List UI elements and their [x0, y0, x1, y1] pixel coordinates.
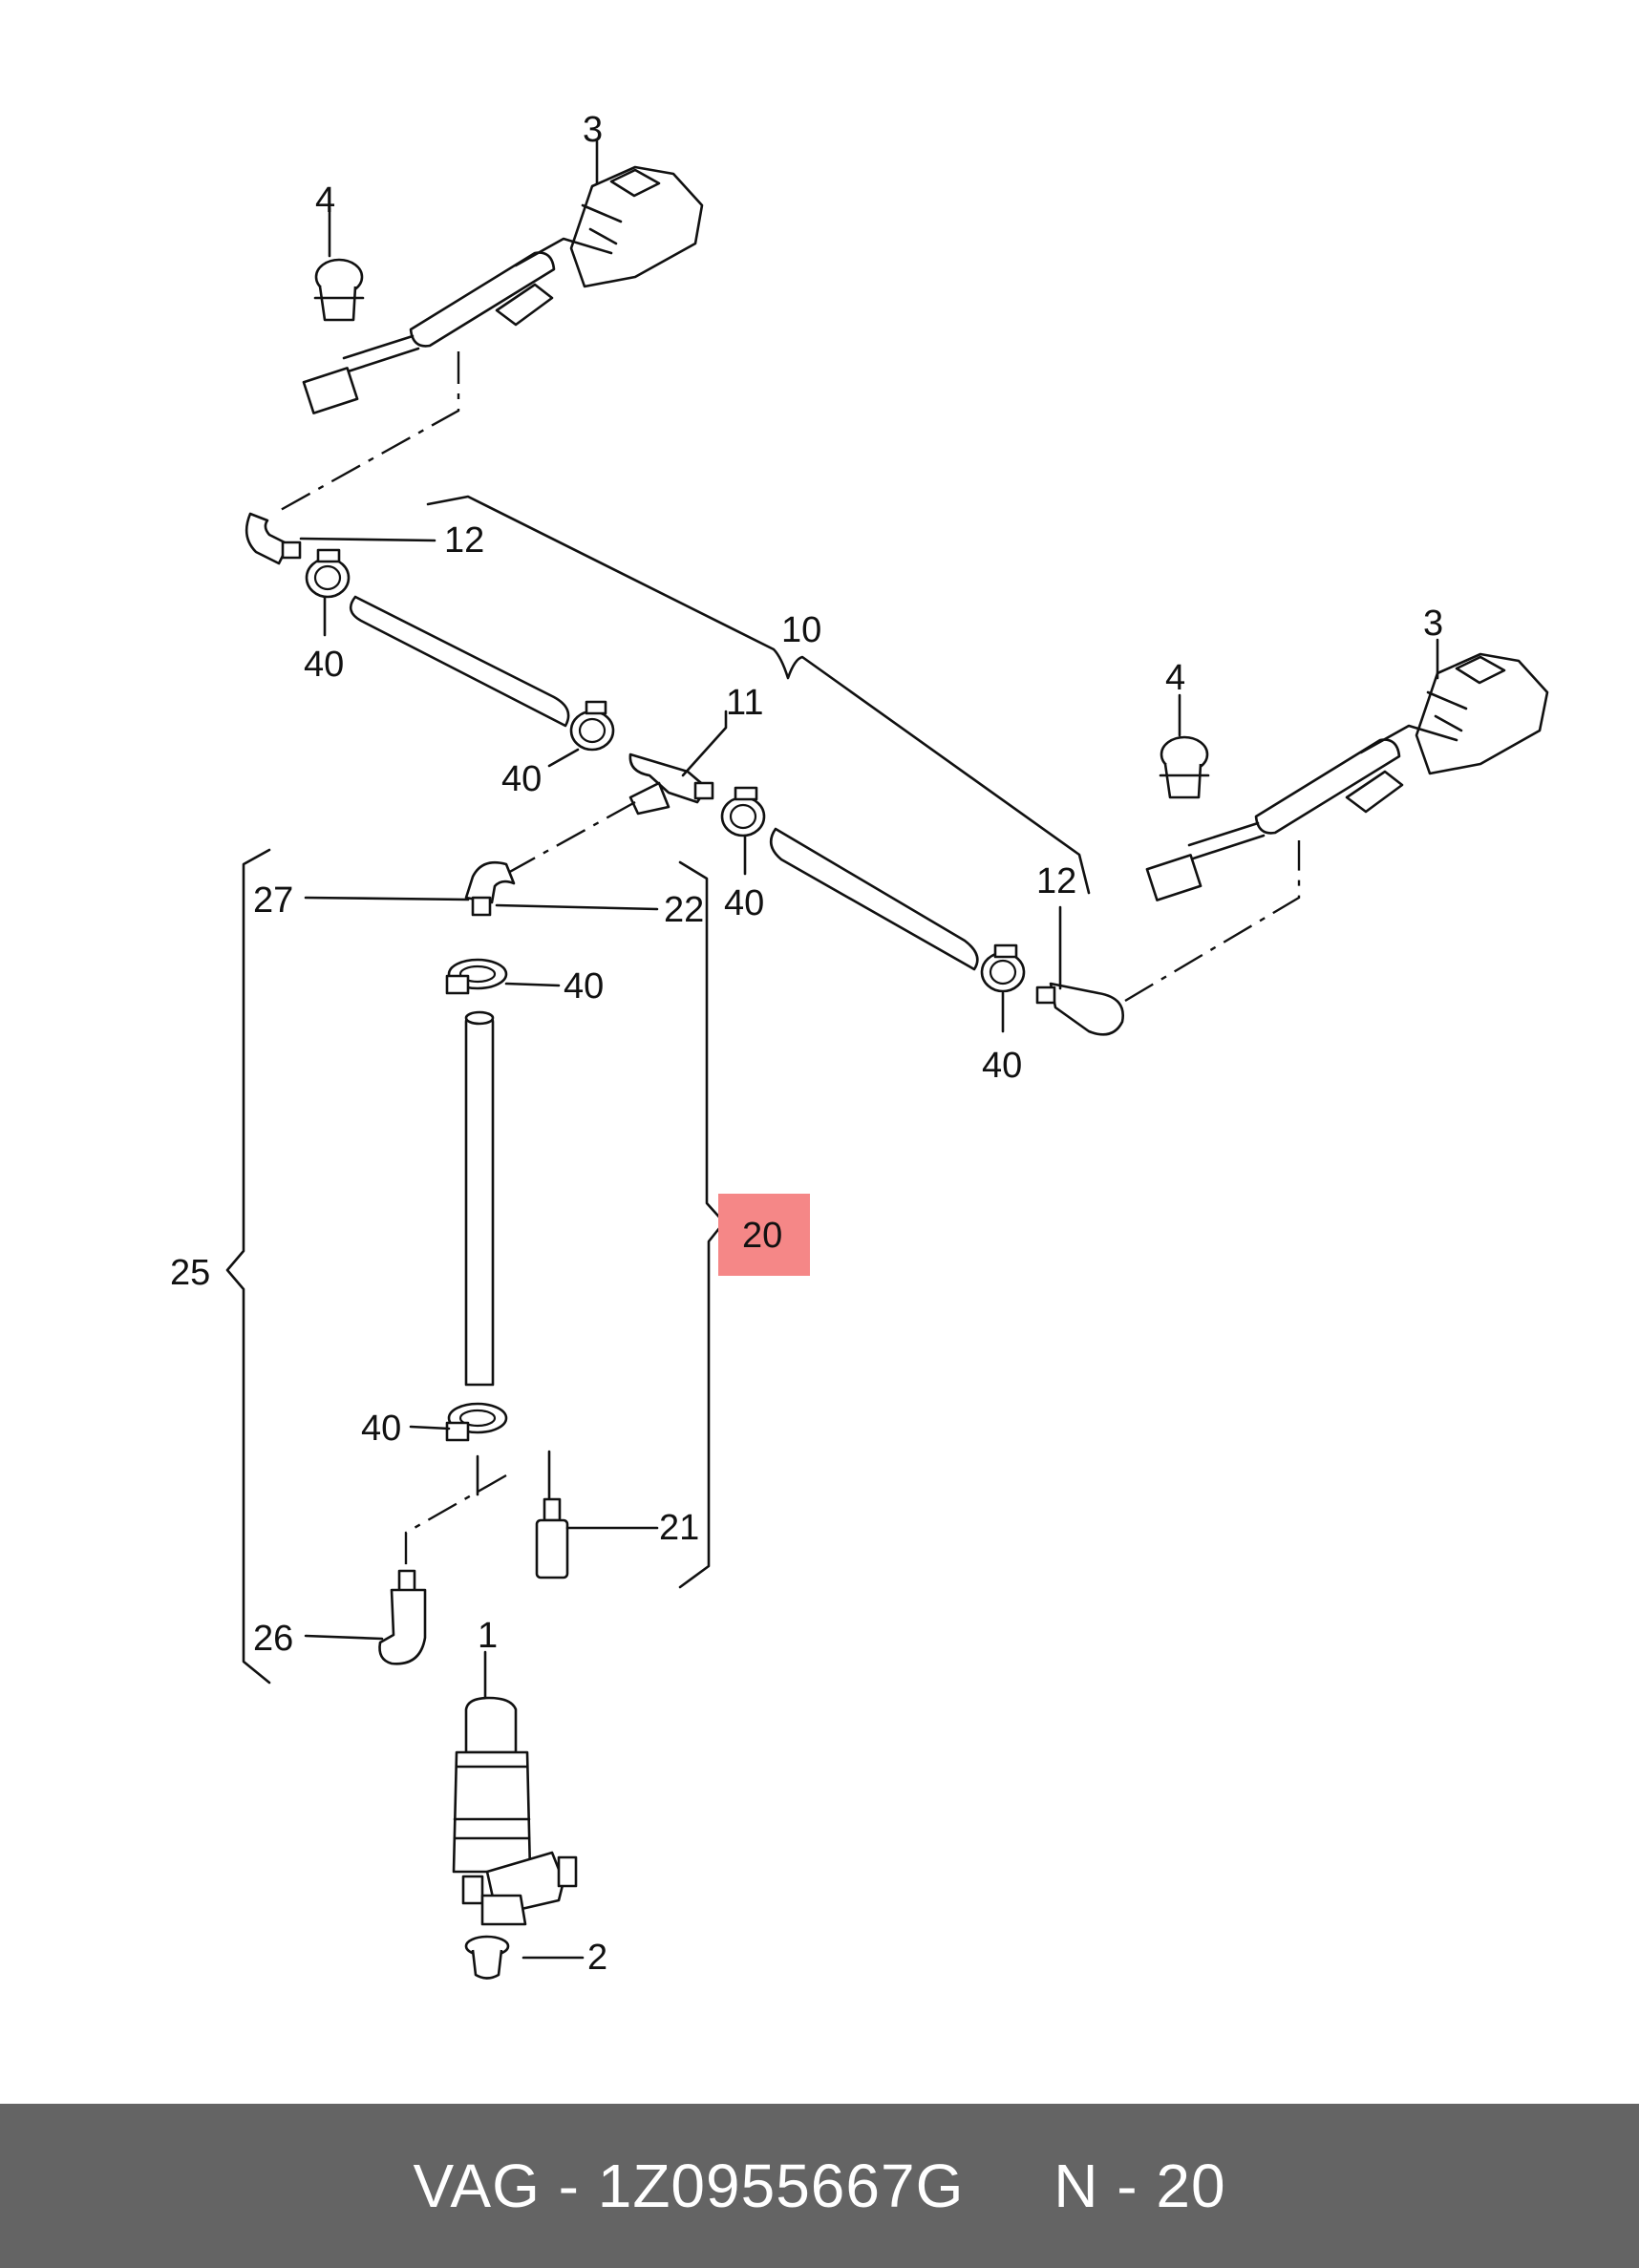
brace-10 — [426, 495, 1091, 895]
clip-top-left — [313, 258, 365, 322]
leader-40f — [409, 1425, 451, 1431]
callout-40b: 40 — [501, 759, 542, 799]
elbow-connector-27 — [464, 860, 516, 917]
callout-3b: 3 — [1423, 604, 1443, 644]
brace-25 — [225, 848, 271, 1685]
leader-22 — [495, 903, 659, 911]
callout-10: 10 — [781, 610, 821, 650]
washer-nozzle-top-right — [1145, 652, 1549, 901]
hose-clip-40c — [720, 786, 766, 837]
hose-right — [769, 827, 979, 971]
hose-clip-40e — [445, 958, 508, 995]
callout-40e: 40 — [564, 966, 604, 1007]
connection-line-bottom — [404, 1473, 507, 1576]
hose-clip-40b — [569, 700, 615, 752]
callout-22: 22 — [664, 890, 704, 930]
hose-clip-40a — [305, 548, 351, 599]
callout-20-highlight — [718, 1194, 810, 1276]
connection-line-t — [505, 800, 636, 876]
callout-21: 21 — [659, 1508, 699, 1548]
connection-line — [278, 351, 460, 513]
vertical-hose — [464, 1010, 495, 1387]
connector-21 — [535, 1497, 569, 1579]
callout-25: 25 — [170, 1253, 210, 1293]
callout-2: 2 — [587, 1938, 607, 1978]
stubs — [476, 1450, 551, 1501]
parts-diagram: 4 3 12 40 40 11 10 40 — [170, 110, 1549, 1980]
washer-nozzle-top-left — [302, 165, 704, 414]
footer-bar: VAG - 1Z0955667G N - 20 — [0, 2104, 1639, 2268]
leader-27 — [304, 896, 470, 901]
callout-40c: 40 — [724, 883, 764, 923]
connection-line-right — [1124, 840, 1301, 1003]
t-connector — [628, 752, 714, 816]
elbow-connector-right — [1035, 982, 1124, 1036]
leader-40b — [547, 748, 580, 768]
part-number-label: VAG - 1Z0955667G N - 20 — [413, 2151, 1226, 2220]
callout-20: 20 — [742, 1216, 782, 1256]
leader-40e — [504, 982, 561, 987]
hose-clip-40f — [445, 1402, 508, 1442]
clip-top-right — [1159, 735, 1210, 799]
callout-11: 11 — [726, 683, 763, 723]
callout-40f: 40 — [361, 1409, 401, 1449]
leader-11 — [681, 710, 728, 777]
callout-12a: 12 — [444, 520, 484, 561]
callout-40d: 40 — [982, 1046, 1022, 1086]
callout-4a: 4 — [315, 180, 335, 221]
hose-clip-40d — [980, 943, 1026, 993]
callout-27: 27 — [253, 880, 293, 921]
leader-12a — [299, 537, 436, 542]
callout-4b: 4 — [1165, 658, 1185, 698]
washer-pump — [452, 1696, 578, 1926]
callout-26: 26 — [253, 1619, 293, 1659]
leader-26 — [304, 1634, 384, 1641]
elbow-connector-left — [245, 512, 302, 565]
brace-20 — [678, 860, 726, 1589]
hose-left — [349, 595, 570, 728]
callout-1: 1 — [478, 1616, 498, 1656]
grommet — [464, 1935, 510, 1980]
callout-12b: 12 — [1036, 861, 1076, 901]
callout-3a: 3 — [583, 110, 603, 150]
callout-40a: 40 — [304, 645, 344, 685]
elbow-connector-26 — [378, 1569, 427, 1665]
